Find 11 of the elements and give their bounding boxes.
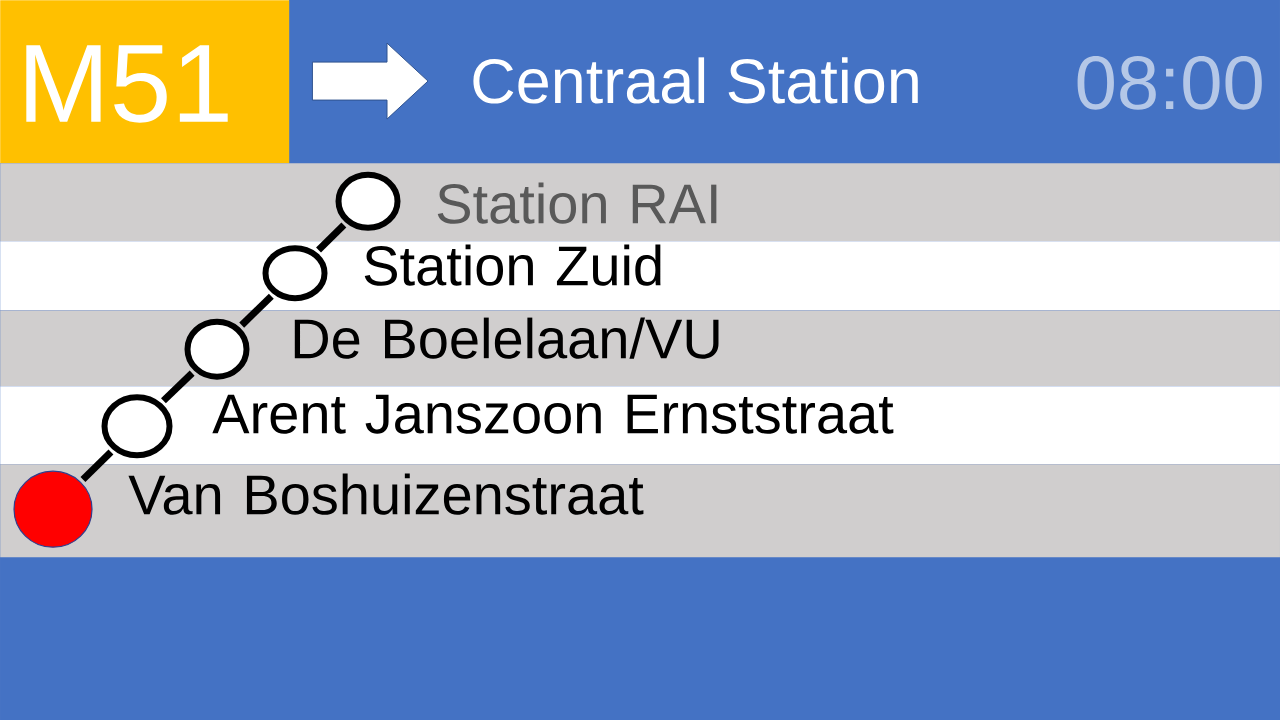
route-number-box: M51 xyxy=(0,0,290,164)
station-row: Van Boshuizenstraat xyxy=(0,464,1280,558)
station-row: Station RAI xyxy=(0,163,1280,242)
station-row: De Boelelaan/VU xyxy=(0,310,1280,387)
destination-text: Centraal Station xyxy=(473,57,918,104)
clock-time: 08:00 xyxy=(1077,55,1262,110)
route-line xyxy=(161,370,195,404)
stop-circle xyxy=(13,470,93,548)
station-row: Station Zuid xyxy=(0,241,1280,311)
block-arrow xyxy=(311,42,429,120)
station-row: Arent Janszoon Ernststraat xyxy=(0,386,1280,465)
